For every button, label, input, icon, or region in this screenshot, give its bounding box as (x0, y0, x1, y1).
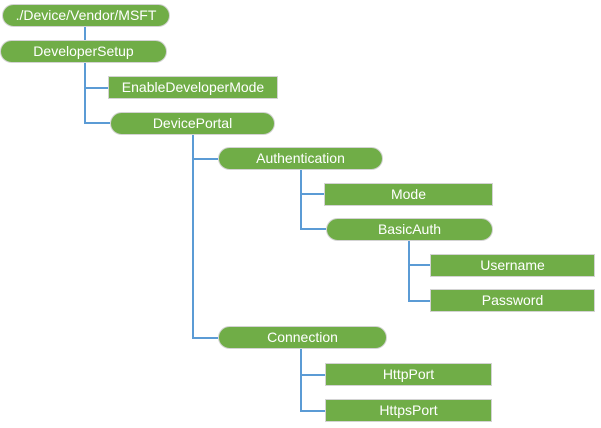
node-httpport: HttpPort (325, 363, 492, 386)
node-password: Password (430, 289, 595, 312)
connector-branch-username (408, 264, 430, 266)
node-developersetup: DeveloperSetup (0, 40, 167, 63)
node-deviceportal: DevicePortal (110, 112, 275, 135)
connector-branch-authentication (192, 158, 218, 160)
node-basicauth: BasicAuth (326, 218, 493, 241)
node-device-vendor-msft: ./Device/Vendor/MSFT (2, 4, 170, 27)
connector-branch-enabledevelopermode (84, 87, 108, 89)
node-connection: Connection (218, 326, 387, 349)
connector-branch-connection (192, 337, 218, 339)
node-mode: Mode (324, 183, 493, 206)
connector-branch-mode (300, 193, 324, 195)
connector-connection-trunk (300, 349, 302, 411)
node-enabledevelopermode: EnableDeveloperMode (108, 76, 278, 99)
node-httpsport: HttpsPort (325, 399, 492, 422)
connector-deviceportal-trunk (192, 135, 194, 339)
connector-basicauth-trunk (408, 241, 410, 302)
node-authentication: Authentication (218, 147, 383, 170)
connector-branch-httpsport (300, 410, 325, 412)
connector-branch-password (408, 300, 430, 302)
connector-branch-httpport (300, 374, 325, 376)
node-username: Username (430, 254, 595, 277)
connector-developersetup-trunk (84, 63, 86, 124)
connector-authentication-trunk (300, 170, 302, 230)
connector-branch-basicauth (300, 228, 326, 230)
connector-branch-deviceportal (84, 122, 110, 124)
connector-root-developersetup (84, 27, 86, 41)
